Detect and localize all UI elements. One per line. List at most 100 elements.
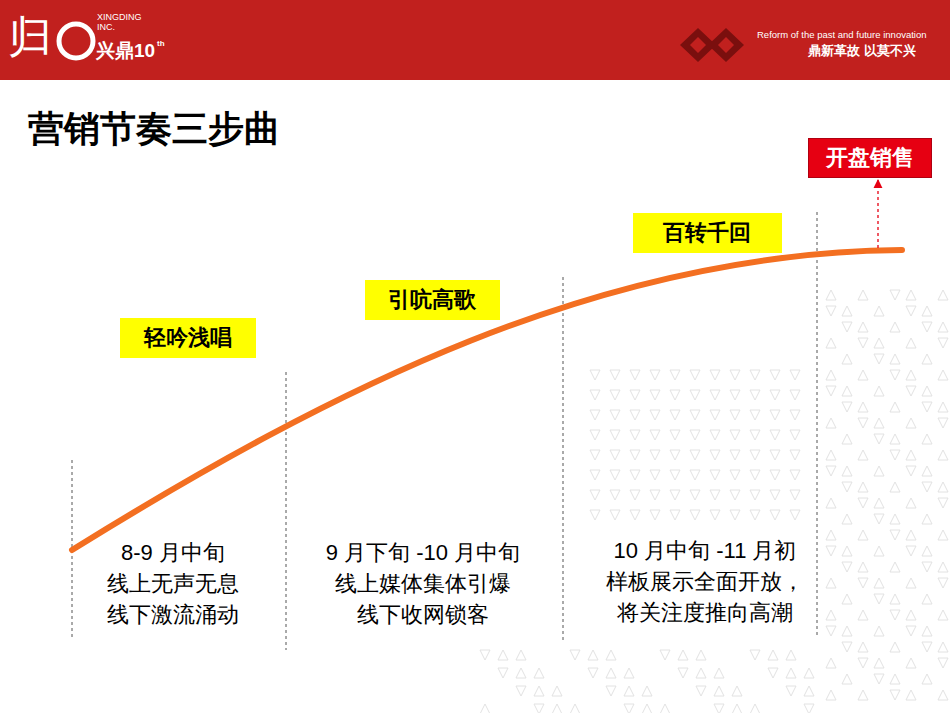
slide-title: 营销节奏三步曲 bbox=[28, 108, 280, 149]
texture-triangle bbox=[826, 578, 836, 588]
texture-triangle bbox=[588, 650, 598, 660]
texture-triangle bbox=[516, 650, 526, 660]
texture-triangle bbox=[710, 490, 720, 500]
texture-triangle bbox=[842, 434, 852, 444]
texture-triangle bbox=[858, 642, 868, 652]
texture-triangle bbox=[922, 674, 932, 684]
texture-triangle bbox=[670, 390, 680, 400]
texture-triangle bbox=[730, 410, 740, 420]
texture-triangle bbox=[874, 594, 884, 604]
texture-triangle bbox=[710, 370, 720, 380]
texture-triangle bbox=[906, 498, 916, 508]
texture-triangle bbox=[890, 530, 900, 540]
texture-triangle bbox=[804, 704, 814, 713]
texture-triangle bbox=[874, 514, 884, 524]
texture-triangle bbox=[730, 490, 740, 500]
phase-note: 线下收网锁客 bbox=[357, 602, 489, 627]
texture-triangle bbox=[480, 650, 490, 660]
texture-triangle bbox=[570, 650, 580, 660]
logo-mark: 归 bbox=[8, 12, 52, 63]
texture-triangle bbox=[534, 668, 544, 678]
texture-triangle bbox=[874, 626, 884, 636]
texture-triangle bbox=[826, 386, 836, 396]
texture-triangle bbox=[938, 690, 948, 700]
texture-triangle bbox=[842, 354, 852, 364]
texture-triangle bbox=[874, 466, 884, 476]
texture-triangle bbox=[730, 430, 740, 440]
texture-triangle bbox=[890, 434, 900, 444]
texture-triangle bbox=[750, 390, 760, 400]
texture-triangle bbox=[650, 390, 660, 400]
texture-triangle bbox=[730, 390, 740, 400]
phase-date: 9 月下旬 -10 月中旬 bbox=[326, 540, 520, 565]
texture-triangle bbox=[732, 686, 742, 696]
box-label: 开盘销售 bbox=[826, 143, 914, 173]
texture-triangle bbox=[750, 510, 760, 520]
texture-triangle bbox=[768, 668, 778, 678]
texture-triangle bbox=[938, 562, 948, 572]
texture-triangle bbox=[590, 450, 600, 460]
texture-triangle bbox=[750, 370, 760, 380]
texture-triangle bbox=[768, 650, 778, 660]
texture-triangle bbox=[826, 370, 836, 380]
texture-triangle bbox=[826, 690, 836, 700]
texture-triangle bbox=[690, 490, 700, 500]
texture-triangle bbox=[826, 450, 836, 460]
texture-triangle bbox=[858, 322, 868, 332]
texture-triangle bbox=[842, 642, 852, 652]
texture-triangle bbox=[670, 450, 680, 460]
launch-box: 开盘销售 bbox=[808, 138, 932, 178]
texture-triangle bbox=[890, 642, 900, 652]
header-slogan-en: Reform of the past and future innovation bbox=[757, 30, 927, 41]
texture-triangle bbox=[874, 578, 884, 588]
triangle-texture bbox=[480, 290, 948, 713]
texture-triangle bbox=[826, 530, 836, 540]
texture-triangle bbox=[786, 650, 796, 660]
texture-triangle bbox=[690, 470, 700, 480]
texture-triangle bbox=[804, 686, 814, 696]
texture-triangle bbox=[790, 470, 800, 480]
texture-triangle bbox=[922, 562, 932, 572]
texture-triangle bbox=[690, 430, 700, 440]
texture-triangle bbox=[858, 482, 868, 492]
phase-label: 轻吟浅唱 bbox=[120, 318, 256, 358]
texture-triangle bbox=[610, 510, 620, 520]
box-label: 引吭高歌 bbox=[388, 285, 476, 315]
texture-triangle bbox=[890, 322, 900, 332]
texture-triangle bbox=[804, 668, 814, 678]
texture-triangle bbox=[480, 704, 490, 713]
texture-triangle bbox=[842, 562, 852, 572]
texture-triangle bbox=[770, 410, 780, 420]
texture-triangle bbox=[826, 626, 836, 636]
texture-triangle bbox=[858, 578, 868, 588]
texture-triangle bbox=[922, 594, 932, 604]
box-label: 百转千回 bbox=[663, 218, 751, 248]
texture-triangle bbox=[874, 354, 884, 364]
texture-triangle bbox=[498, 668, 508, 678]
texture-triangle bbox=[906, 658, 916, 668]
texture-triangle bbox=[630, 490, 640, 500]
texture-triangle bbox=[678, 650, 688, 660]
texture-triangle bbox=[858, 338, 868, 348]
texture-triangle bbox=[710, 410, 720, 420]
texture-triangle bbox=[826, 546, 836, 556]
texture-triangle bbox=[938, 498, 948, 508]
texture-triangle bbox=[552, 704, 562, 713]
texture-triangle bbox=[874, 306, 884, 316]
texture-triangle bbox=[890, 514, 900, 524]
texture-triangle bbox=[610, 470, 620, 480]
texture-triangle bbox=[826, 466, 836, 476]
texture-triangle bbox=[650, 370, 660, 380]
texture-triangle bbox=[516, 686, 526, 696]
texture-triangle bbox=[670, 370, 680, 380]
texture-triangle bbox=[922, 514, 932, 524]
texture-triangle bbox=[922, 434, 932, 444]
phase-note: 将关注度推向高潮 bbox=[617, 600, 793, 625]
texture-triangle bbox=[714, 704, 724, 713]
logo-circle bbox=[59, 24, 93, 58]
texture-triangle bbox=[826, 658, 836, 668]
texture-triangle bbox=[938, 450, 948, 460]
texture-triangle bbox=[710, 430, 720, 440]
texture-triangle bbox=[938, 530, 948, 540]
texture-triangle bbox=[922, 642, 932, 652]
